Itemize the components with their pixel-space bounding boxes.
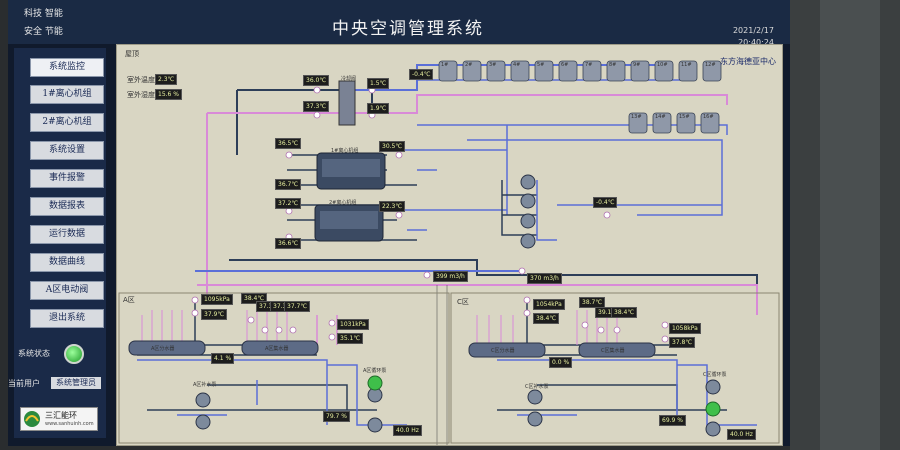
chiller-2-temp-left-2: 36.6℃	[275, 238, 302, 249]
chiller-2-temp-left: 37.2℃	[275, 198, 302, 209]
zone-a-manifold-left: A区分水器	[151, 346, 175, 352]
nav-chiller-2[interactable]: 2#离心机组	[30, 113, 104, 132]
brand-top: 科技 智能	[24, 9, 63, 19]
logo-mark-icon	[24, 411, 40, 427]
zone-c-temp-2: 37.8℃	[669, 337, 696, 348]
sidebar: 系统监控 1#离心机组 2#离心机组 系统设置 事件报警 数据报表 运行数据 数…	[14, 48, 106, 438]
status-lamp-icon	[64, 344, 84, 364]
tower-label-5: 5#	[537, 62, 545, 68]
zone-a-frequency: 40.0 Hz	[393, 425, 422, 436]
flow-rate-2: 370 m3/h	[527, 273, 562, 284]
nav-exit-system[interactable]: 退出系统	[30, 309, 104, 328]
nav-event-alarm[interactable]: 事件报警	[30, 169, 104, 188]
chiller-2-temp-right: 22.3℃	[379, 201, 406, 212]
time-display: 20:40:24	[738, 38, 774, 47]
tower-label-12: 12#	[705, 62, 716, 68]
tower-label-9: 9#	[633, 62, 641, 68]
chiller-1-temp-left-2: 36.7℃	[275, 179, 302, 190]
zone-c-label: C区	[457, 298, 469, 306]
zone-a-makeup-pump[interactable]: A区补水泵	[193, 382, 217, 388]
logo-text: 三汇能环	[45, 411, 77, 420]
company-logo: 三汇能环 www.sanhuinh.com	[20, 407, 98, 431]
outdoor-temp-label: 室外温度	[127, 76, 155, 84]
zone-a-temp-1: 37.9℃	[201, 309, 228, 320]
process-diagram: 屋顶 室外温度 2.3℃ 室外湿度 15.6 % 36.0℃ 37.3℃ 冷却阀…	[116, 44, 783, 446]
pipe-network	[118, 60, 780, 445]
zone-a-percent: 4.1 %	[211, 353, 235, 364]
zone-a-temp-2: 35.1℃	[337, 333, 364, 344]
nav-system-monitor[interactable]: 系统监控	[30, 58, 104, 77]
outdoor-hum-value: 15.6 %	[155, 89, 182, 100]
zone-c-percent-2: 69.9 %	[659, 415, 686, 426]
zone-c-small-temp-3: 38.4℃	[611, 307, 638, 318]
bezel-glow	[820, 0, 880, 450]
tower-label-16: 16#	[703, 114, 714, 120]
date-display: 2021/2/17	[732, 26, 774, 35]
zone-c-circ-pump[interactable]: C区循环泵	[703, 372, 727, 378]
zone-c-manifold-left: C区分水器	[491, 348, 515, 354]
brand-bottom: 安全 节能	[24, 27, 63, 37]
flow-rate-1: 399 m3/h	[433, 271, 468, 282]
supply-temp-top: 36.0℃	[303, 75, 330, 86]
return-temp-top: 37.3℃	[303, 101, 330, 112]
tower-label-6: 6#	[561, 62, 569, 68]
nav-data-report[interactable]: 数据报表	[30, 197, 104, 216]
zone-a-small-temp-1: 38.4℃	[241, 293, 268, 304]
tower-label-10: 10#	[657, 62, 668, 68]
tower-label-8: 8#	[609, 62, 617, 68]
zone-c-pressure-2: 1058kPa	[669, 323, 701, 334]
chiller-1-temp-left: 36.5℃	[275, 138, 302, 149]
nav-zone-a-valve[interactable]: A区电动阀	[30, 281, 104, 300]
scada-screen: 科技 智能 安全 节能 中央空调管理系统 2021/2/17 20:40:24 …	[8, 0, 790, 446]
outdoor-temp-value: 2.3℃	[155, 74, 178, 85]
zone-c-small-temp-1: 38.7℃	[579, 297, 606, 308]
mid-temp-1: 1.5℃	[367, 78, 390, 89]
nav-run-data[interactable]: 运行数据	[30, 225, 104, 244]
valve-block-label: 冷却阀	[341, 76, 357, 82]
tower-label-3: 3#	[489, 62, 497, 68]
current-user-value: 系统管理员	[51, 377, 101, 389]
zone-c-manifold-right: C区集水器	[601, 348, 625, 354]
chiller-1-label[interactable]: 1#离心机组	[331, 148, 359, 154]
tower-label-1: 1#	[441, 62, 449, 68]
zone-c-frequency: 40.0 Hz	[727, 429, 756, 440]
current-user-label: 当前用户	[8, 379, 40, 388]
chiller-2-label[interactable]: 2#离心机组	[329, 200, 357, 206]
tower-temp: -0.4℃	[409, 69, 434, 80]
nav-chiller-1[interactable]: 1#离心机组	[30, 85, 104, 104]
tower-label-13: 13#	[631, 114, 642, 120]
zone-c-percent: 0.0 %	[549, 357, 573, 368]
zone-a-circ-pump[interactable]: A区循环泵	[363, 368, 387, 374]
tower-label-15: 15#	[679, 114, 690, 120]
nav-data-curve[interactable]: 数据曲线	[30, 253, 104, 272]
zone-c-pressure-1: 1054kPa	[533, 299, 565, 310]
roof-label: 屋顶	[125, 50, 139, 58]
tower-label-4: 4#	[513, 62, 521, 68]
monitor-bezel	[790, 0, 900, 450]
tower-label-7: 7#	[585, 62, 593, 68]
zone-c-makeup-pump[interactable]: C区补水泵	[525, 384, 549, 390]
zone-a-pressure-1: 1095kPa	[201, 294, 233, 305]
zone-a-label: A区	[123, 296, 135, 304]
tower-label-14: 14#	[655, 114, 666, 120]
tower-label-11: 11#	[681, 62, 692, 68]
page-title: 中央空调管理系统	[332, 19, 484, 39]
system-status-label: 系统状态	[18, 349, 50, 358]
top-bar: 科技 智能 安全 节能 中央空调管理系统 2021/2/17 20:40:24	[8, 0, 790, 47]
zone-a-small-temp-4: 37.7℃	[284, 301, 311, 312]
logo-url: www.sanhuinh.com	[45, 421, 94, 427]
zone-c-temp-1: 38.4℃	[533, 313, 560, 324]
organization-name: 东方海德亚中心	[720, 57, 776, 66]
zone-a-pressure-2: 1031kPa	[337, 319, 369, 330]
mid-temp-2: 1.9℃	[367, 103, 390, 114]
outdoor-hum-label: 室外湿度	[127, 91, 155, 99]
zone-a-percent-2: 79.7 %	[323, 411, 350, 422]
zone-a-manifold-right: A区集水器	[265, 346, 289, 352]
nav-system-settings[interactable]: 系统设置	[30, 141, 104, 160]
right-loop-temp: -0.4℃	[593, 197, 618, 208]
chiller-1-temp-right: 30.5℃	[379, 141, 406, 152]
tower-label-2: 2#	[465, 62, 473, 68]
